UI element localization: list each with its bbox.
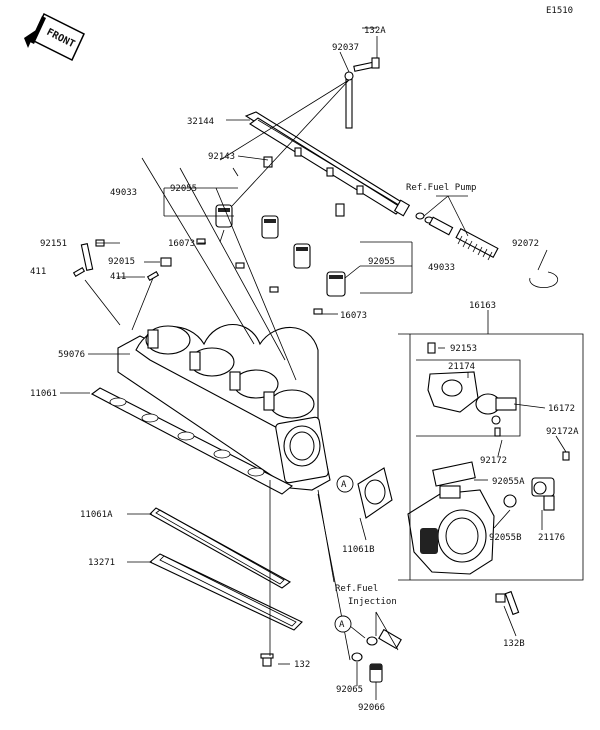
label-92055b: 92055B [489, 533, 522, 543]
fuel-rail [244, 111, 411, 217]
label-411-mid: 411 [110, 272, 126, 282]
label-132b: 132B [503, 639, 525, 649]
label-59076: 59076 [58, 350, 85, 360]
callout-a-lower: A [334, 615, 352, 633]
bolt-132b [495, 590, 520, 616]
label-92172a: 92172A [546, 427, 579, 437]
label-92055-right: 92055 [368, 257, 395, 267]
label-32144: 32144 [187, 117, 214, 127]
bolt-132 [260, 653, 274, 667]
injectors [215, 156, 346, 297]
diagram-code: E1510 [546, 6, 573, 16]
stud-411-mid [146, 271, 160, 281]
label-16073-right: 16073 [340, 311, 367, 321]
label-16163: 16163 [469, 301, 496, 311]
fuel-injection-fittings [351, 628, 402, 683]
assembly-16172 [475, 393, 517, 425]
label-11061a: 11061A [80, 510, 113, 520]
ref-fuel-injection-line2: Injection [348, 597, 397, 607]
screw-92172a [562, 451, 570, 461]
ref-fuel-injection-line1: Ref.Fuel [335, 584, 378, 594]
label-92153: 92153 [450, 344, 477, 354]
label-92066: 92066 [358, 703, 385, 713]
label-13271: 13271 [88, 558, 115, 568]
callout-a-lower-label: A [339, 620, 345, 630]
clip-92072 [529, 271, 559, 289]
label-92151: 92151 [40, 239, 67, 249]
o-ring-92055b [503, 494, 517, 508]
label-92065: 92065 [336, 685, 363, 695]
bolt-92151 [80, 239, 105, 271]
callout-a-upper-label: A [341, 480, 347, 490]
screw-92172 [494, 427, 501, 437]
label-92055a: 92055A [492, 477, 525, 487]
o-rings-16073 [196, 238, 323, 315]
label-11061: 11061 [30, 389, 57, 399]
label-21174: 21174 [448, 362, 475, 372]
stud-411-left [72, 267, 86, 277]
gasket-11061b [357, 467, 393, 519]
sensor-21176 [531, 477, 555, 511]
gasket-11061 [90, 387, 294, 495]
label-11061b: 11061B [342, 545, 375, 555]
sensor-21174 [427, 371, 479, 413]
label-16073-left: 16073 [168, 239, 195, 249]
ref-fuel-pump: Ref.Fuel Pump [406, 183, 476, 193]
label-21176: 21176 [538, 533, 565, 543]
front-arrow-icon: FRONT [24, 12, 85, 62]
throttle-body-16163 [407, 485, 495, 575]
label-92037: 92037 [332, 43, 359, 53]
intake-manifold [117, 323, 331, 491]
o-ring-92055a [432, 461, 476, 487]
label-132a: 132A [364, 26, 386, 36]
fuel-pump-fittings [415, 212, 499, 261]
label-92072: 92072 [512, 239, 539, 249]
label-49033-right: 49033 [428, 263, 455, 273]
gasket-11061a [149, 507, 292, 589]
label-92143: 92143 [208, 152, 235, 162]
bolt-132a [353, 57, 380, 72]
cover-13271 [148, 553, 303, 631]
label-16172: 16172 [548, 404, 575, 414]
label-92055-left: 92055 [170, 184, 197, 194]
leader-lines [60, 27, 584, 700]
label-49033-left: 49033 [110, 188, 137, 198]
nut-92015 [160, 257, 172, 267]
label-92172: 92172 [480, 456, 507, 466]
label-132: 132 [294, 660, 310, 670]
label-92015: 92015 [108, 257, 135, 267]
label-411-left: 411 [30, 267, 46, 277]
callout-a-upper: A [336, 475, 354, 493]
screw-92153 [427, 342, 436, 354]
